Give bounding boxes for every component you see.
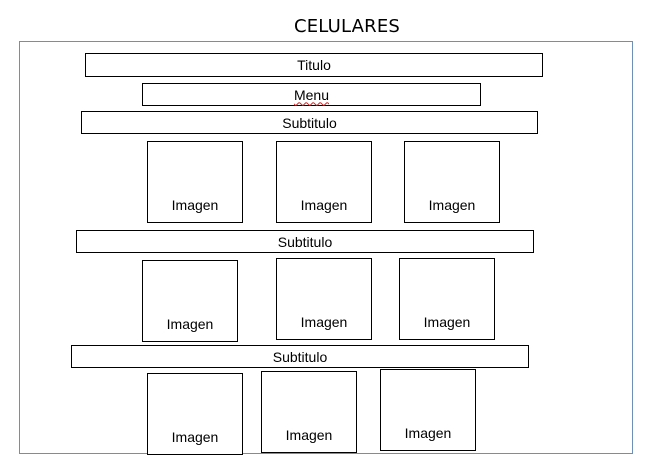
image-label: Imagen: [428, 197, 476, 213]
image-placeholder: Imagen: [261, 371, 357, 453]
image-label: Imagen: [171, 429, 219, 445]
image-placeholder: Imagen: [276, 141, 372, 223]
image-placeholder: Imagen: [147, 141, 243, 223]
subtitle-bar-3: Subtitulo: [71, 345, 529, 368]
image-label: Imagen: [285, 427, 333, 443]
image-label: Imagen: [300, 197, 348, 213]
subtitle-label-2: Subtitulo: [277, 233, 333, 250]
image-placeholder: Imagen: [276, 258, 372, 340]
titulo-label: Titulo: [297, 57, 331, 73]
subtitle-label-3: Subtitulo: [272, 348, 328, 365]
subtitle-bar-1: Subtitulo: [81, 111, 538, 134]
image-label: Imagen: [423, 314, 471, 330]
menu-label: Menu: [293, 86, 330, 103]
image-label: Imagen: [171, 197, 219, 213]
image-placeholder: Imagen: [404, 141, 500, 223]
image-label: Imagen: [166, 316, 214, 332]
subtitle-label-1: Subtitulo: [282, 114, 337, 131]
image-label: Imagen: [300, 314, 348, 330]
image-placeholder: Imagen: [380, 369, 476, 451]
titulo-bar: Titulo: [85, 53, 543, 77]
menu-bar: Menu: [142, 83, 481, 106]
image-placeholder: Imagen: [399, 258, 495, 340]
image-placeholder: Imagen: [142, 260, 238, 342]
page-frame: [19, 41, 633, 454]
page-title: CELULARES: [293, 16, 401, 37]
image-placeholder: Imagen: [147, 373, 243, 455]
image-label: Imagen: [404, 425, 452, 441]
subtitle-bar-2: Subtitulo: [76, 230, 534, 253]
